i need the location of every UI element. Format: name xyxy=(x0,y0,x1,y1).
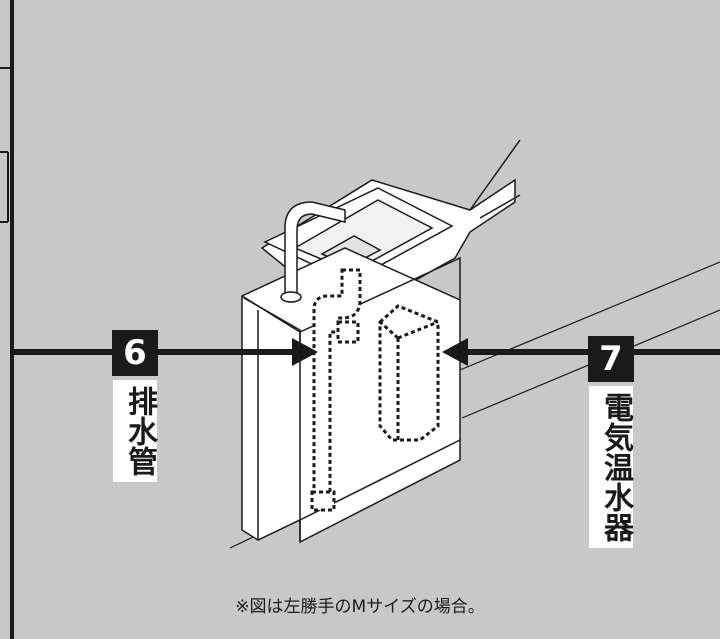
heater-number-badge: 7 xyxy=(588,336,634,382)
heater-label: 電気温水器 xyxy=(589,386,633,548)
water-heater xyxy=(378,304,440,442)
drain-number-badge: 6 xyxy=(112,330,158,376)
heater-arrow xyxy=(442,338,720,366)
drain-label: 排水管 xyxy=(113,380,157,482)
figure-note: ※図は左勝手のMサイズの場合。 xyxy=(235,597,485,617)
faucet xyxy=(280,201,346,303)
frame-edge xyxy=(0,0,14,639)
drain-pipe xyxy=(310,268,362,512)
